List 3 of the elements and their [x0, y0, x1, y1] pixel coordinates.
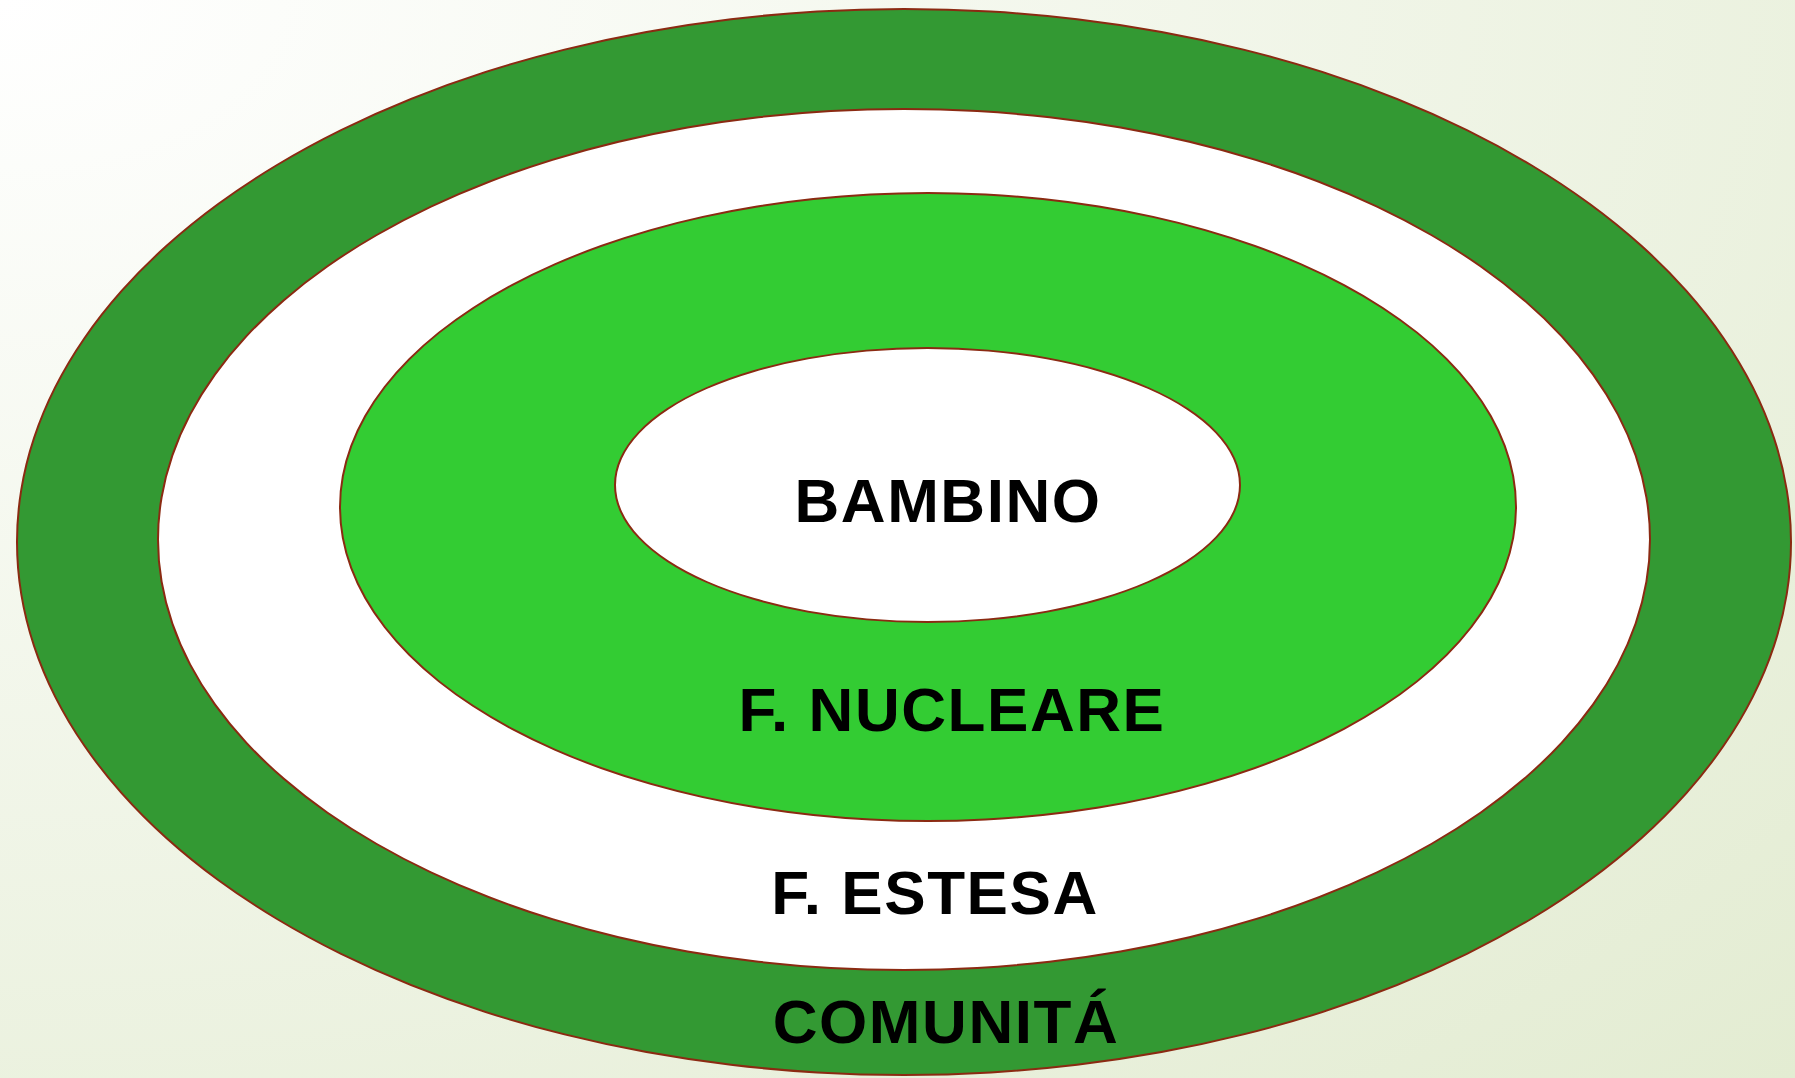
ring-label: F. ESTESA — [771, 862, 1099, 924]
ring-label: F. NUCLEARE — [738, 679, 1166, 741]
ring-label: BAMBINO — [794, 470, 1102, 532]
